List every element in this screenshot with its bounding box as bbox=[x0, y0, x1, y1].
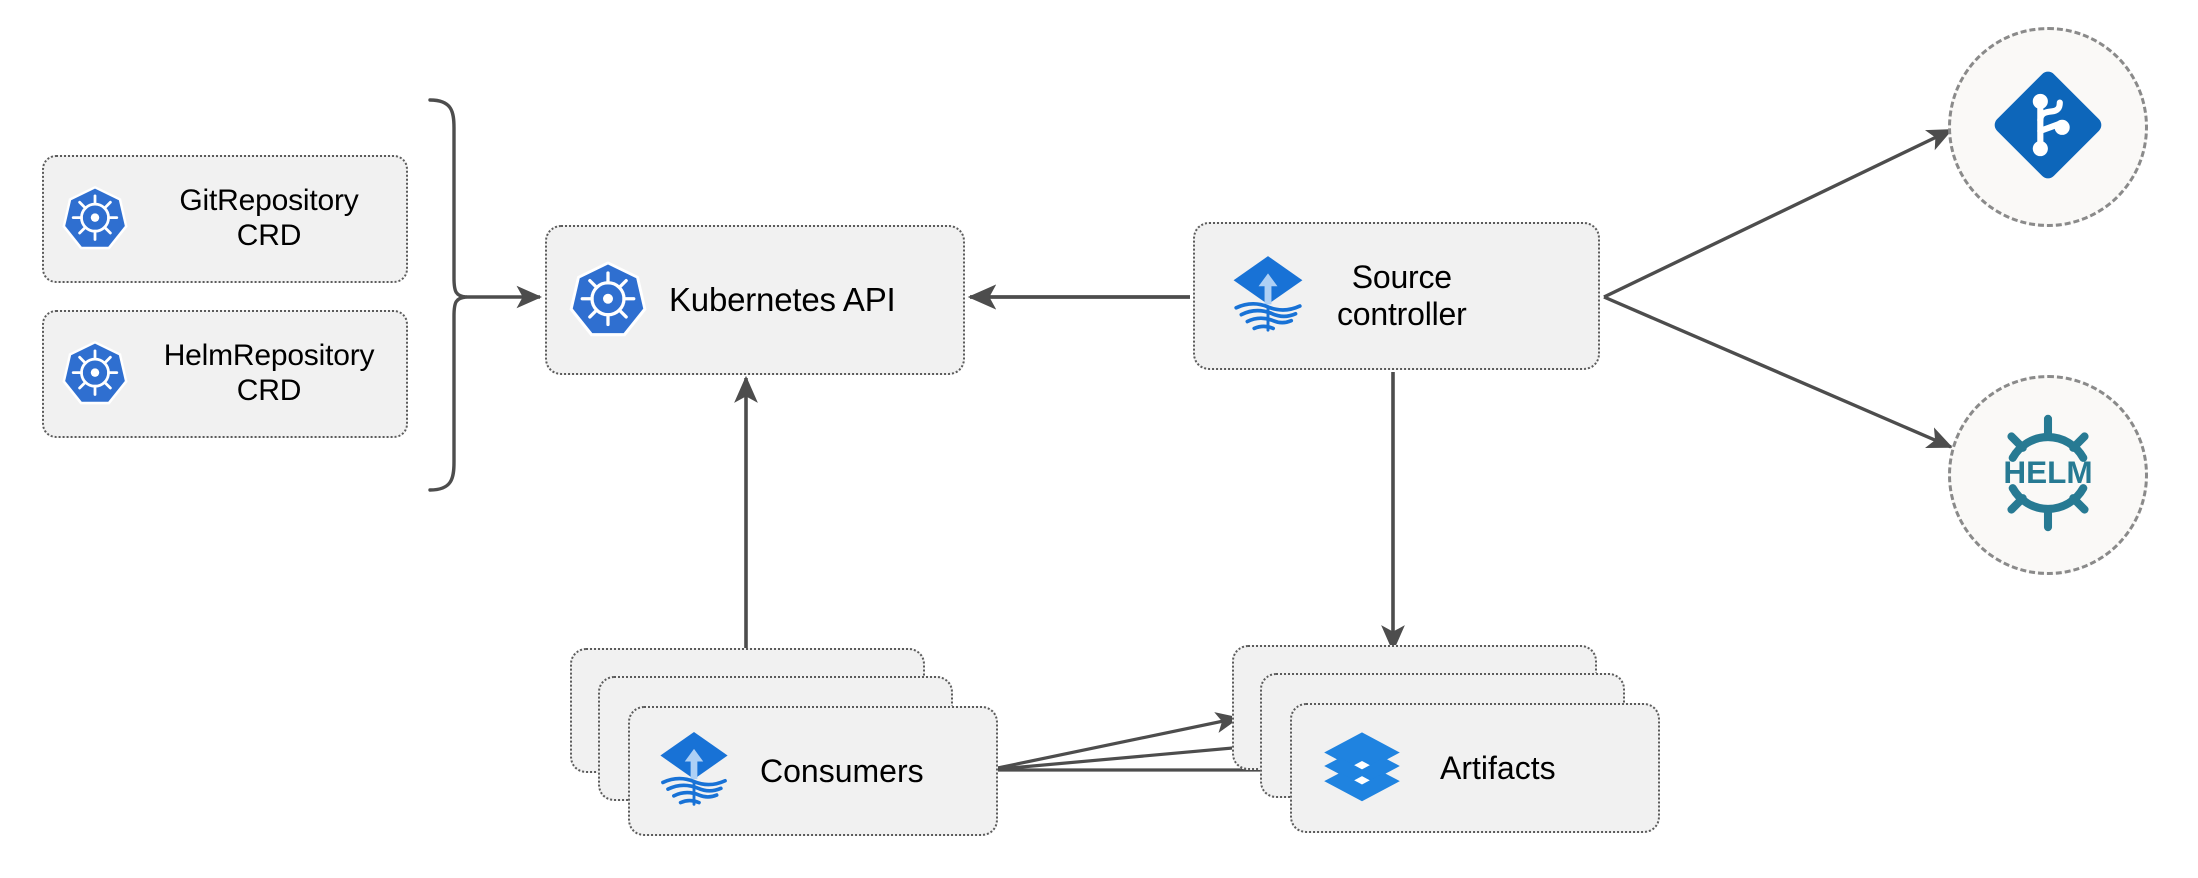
edge-source-controller-to-helm bbox=[1603, 295, 1953, 449]
layers-icon bbox=[1320, 724, 1404, 813]
helm-wordmark: HELM bbox=[2003, 454, 2092, 490]
kubernetes-icon bbox=[62, 184, 128, 255]
git-external-node[interactable] bbox=[1948, 27, 2148, 227]
helm-icon: HELM bbox=[1985, 410, 2111, 541]
artifacts-stack-layer-front[interactable]: Artifacts bbox=[1290, 703, 1660, 833]
helmrepository-crd-label: HelmRepository CRD bbox=[163, 339, 375, 407]
flux-icon bbox=[652, 727, 736, 816]
edge-source-controller-to-git bbox=[1603, 128, 1953, 299]
consumers-node[interactable]: Consumers bbox=[570, 648, 998, 848]
consumers-stack-layer-front[interactable]: Consumers bbox=[628, 706, 998, 836]
artifacts-node[interactable]: Artifacts bbox=[1232, 645, 1662, 850]
git-icon bbox=[1989, 66, 2107, 189]
gitrepository-crd-label: GitRepository CRD bbox=[179, 184, 359, 252]
edge-consumers-to-artifacts-back bbox=[987, 712, 1240, 772]
artifacts-label: Artifacts bbox=[1440, 749, 1556, 786]
helm-external-node[interactable]: HELM bbox=[1948, 375, 2148, 575]
kubernetes-api-node[interactable]: Kubernetes API bbox=[545, 225, 965, 375]
kubernetes-icon bbox=[569, 259, 647, 342]
source-controller-label: Source controller bbox=[1337, 258, 1467, 332]
source-controller-node[interactable]: Source controller bbox=[1193, 222, 1600, 370]
kubernetes-icon bbox=[62, 339, 128, 410]
consumers-label: Consumers bbox=[760, 752, 924, 789]
crd-group-brace bbox=[428, 98, 468, 492]
gitrepository-crd-node[interactable]: GitRepository CRD bbox=[42, 155, 408, 283]
flux-icon bbox=[1225, 251, 1311, 342]
edge-consumers-to-artifacts-middle bbox=[987, 736, 1268, 772]
helmrepository-crd-node[interactable]: HelmRepository CRD bbox=[42, 310, 408, 438]
kubernetes-api-label: Kubernetes API bbox=[669, 280, 896, 318]
